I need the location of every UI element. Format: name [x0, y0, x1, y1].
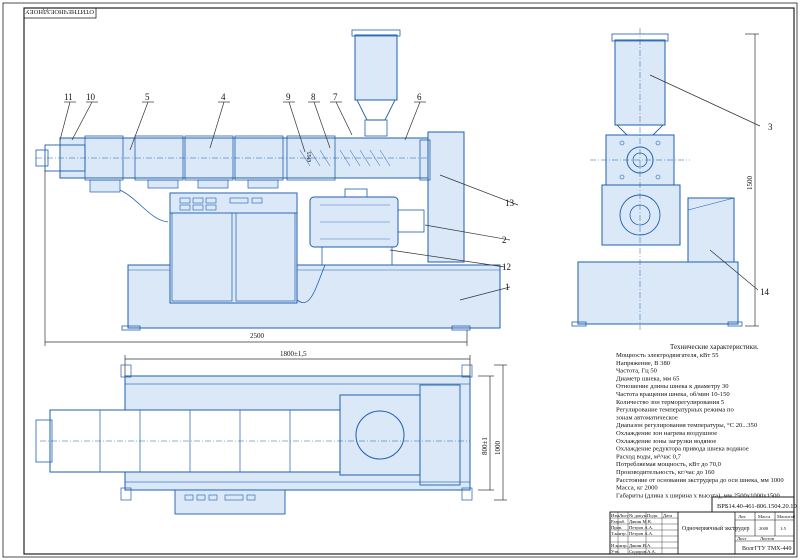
side-callouts: 3 14 1500 [649, 33, 773, 327]
tb-role: Т.контр. [611, 531, 627, 536]
dim-800: 800±1 [481, 437, 489, 455]
spec-line: Расстояние от основания экструдера до ос… [616, 477, 784, 484]
spec-line: Производительность, кг/час до 160 [616, 469, 715, 476]
spec-line: Напряжение, В 380 [616, 360, 671, 367]
stamp-box [23, 7, 97, 19]
tb-person: Петров А.А. [629, 525, 653, 530]
tb-org: ВолгГТУ ТМХ-449 [742, 546, 792, 552]
tb-role: Н.контр. [611, 543, 628, 548]
tb-col-mass: Масса [758, 514, 770, 519]
tb-person: Сидоров А.А. [629, 549, 656, 554]
tb-header-cell: № докум. [629, 513, 648, 518]
spec-line: Охлаждение зоны загрузки водяное [616, 438, 716, 445]
inner-frame [23, 7, 795, 555]
top-dims: 1800±1,5 800±1 1000 [124, 350, 507, 501]
spec-line: Охлаждение зон нагрева воздушное [616, 430, 717, 437]
spec-line: Охлаждение редуктора привода шнека водян… [616, 446, 749, 453]
tb-person: Петров А.А. [629, 531, 653, 536]
gearbox [427, 131, 465, 263]
tb-role: Утв. [611, 549, 620, 554]
spec-line: Габариты (длина х ширина х высота), мм 2… [616, 492, 780, 499]
callout-7: 7 [333, 92, 338, 102]
callout-6: 6 [417, 92, 422, 102]
dim-1500: 1500 [746, 176, 754, 191]
dim-1000: 1000 [494, 441, 502, 456]
top-panel [174, 489, 286, 515]
tb-col-scale: Масштаб [777, 514, 796, 519]
front-callouts: 11 10 5 4 9 8 7 6 13 2 12 1 Ø65 [59, 92, 519, 301]
dim-2500: 2500 [250, 332, 265, 340]
spec-line: Мощность электродвигателя, кВт 55 [616, 352, 719, 359]
spec-line: Регулирование температурных режима по [616, 407, 735, 414]
tb-col-lit: Лит. [738, 514, 746, 519]
tb-header-cell: Лист [619, 513, 629, 518]
spec-line: Частота, Гц 50 [616, 368, 658, 375]
title-block: ВРБ14.40-461-806.1504.20.10 Одночервячны… [609, 496, 797, 555]
callout-11: 11 [64, 92, 73, 102]
tb-sheets: Листов [760, 536, 775, 541]
tb-header-cell: Дата [663, 513, 672, 518]
callout-5: 5 [145, 92, 150, 102]
specs-list: Мощность электродвигателя, кВт 55Напряже… [616, 352, 784, 499]
specs-title: Технические характеристики. [670, 343, 759, 351]
front-view [35, 29, 501, 331]
spec-line: Потребляемая мощность, кВт до 70,0 [616, 461, 722, 468]
callout-3: 3 [768, 122, 773, 132]
dia-label: Ø65 [307, 152, 313, 162]
dim-1800: 1800±1,5 [280, 350, 307, 358]
tb-code: ВРБ14.40-461-806.1504.20.10 [717, 503, 797, 510]
spec-line: зонам автоматическое [616, 414, 678, 421]
callout-14: 14 [760, 287, 770, 297]
side-base [577, 261, 739, 325]
side-view [571, 28, 743, 330]
spec-line: Отношение длины шнека к диаметру 30 [616, 383, 729, 390]
callout-8: 8 [311, 92, 316, 102]
tb-mass: 2000 [759, 526, 769, 531]
callout-2: 2 [502, 235, 507, 245]
spec-line: Количество зон терморегулирования 5 [616, 399, 725, 406]
tb-person: Дякин И.А. [629, 543, 651, 548]
callout-1: 1 [505, 282, 510, 292]
tb-header-cell: Подп. [647, 513, 658, 518]
dim-overall-length: 2500 [44, 170, 468, 346]
tb-name: Одночервячный экструдер [682, 525, 750, 532]
top-gearbox [339, 394, 421, 476]
tb-header-cell: Изм. [611, 513, 620, 518]
callout-10: 10 [86, 92, 96, 102]
tb-sheet: Лист [737, 536, 747, 541]
tb-role: Разраб. [611, 519, 625, 524]
spec-line: Диаметр шнека, мм 65 [616, 375, 680, 382]
spec-line: Масса, кг 2000 [616, 485, 658, 492]
tb-person: Дякин М.В. [629, 519, 652, 524]
tb-role: Пров. [611, 525, 622, 530]
callout-9: 9 [286, 92, 291, 102]
callout-13: 13 [505, 198, 515, 208]
top-view [35, 364, 473, 515]
stamp-text: ОТИТНЕЧНОЕЗДНОЕУ [25, 8, 94, 15]
spec-line: Расход воды, м³/час 0,7 [616, 453, 682, 460]
spec-line: Диапазон регулирования температуры, °С 2… [616, 422, 758, 429]
hopper [354, 34, 398, 101]
spec-line: Частота вращения шнека, об/мин 10-150 [616, 391, 730, 398]
callout-12: 12 [502, 262, 511, 272]
tb-scale: 1:5 [780, 526, 787, 531]
callout-4: 4 [221, 92, 226, 102]
